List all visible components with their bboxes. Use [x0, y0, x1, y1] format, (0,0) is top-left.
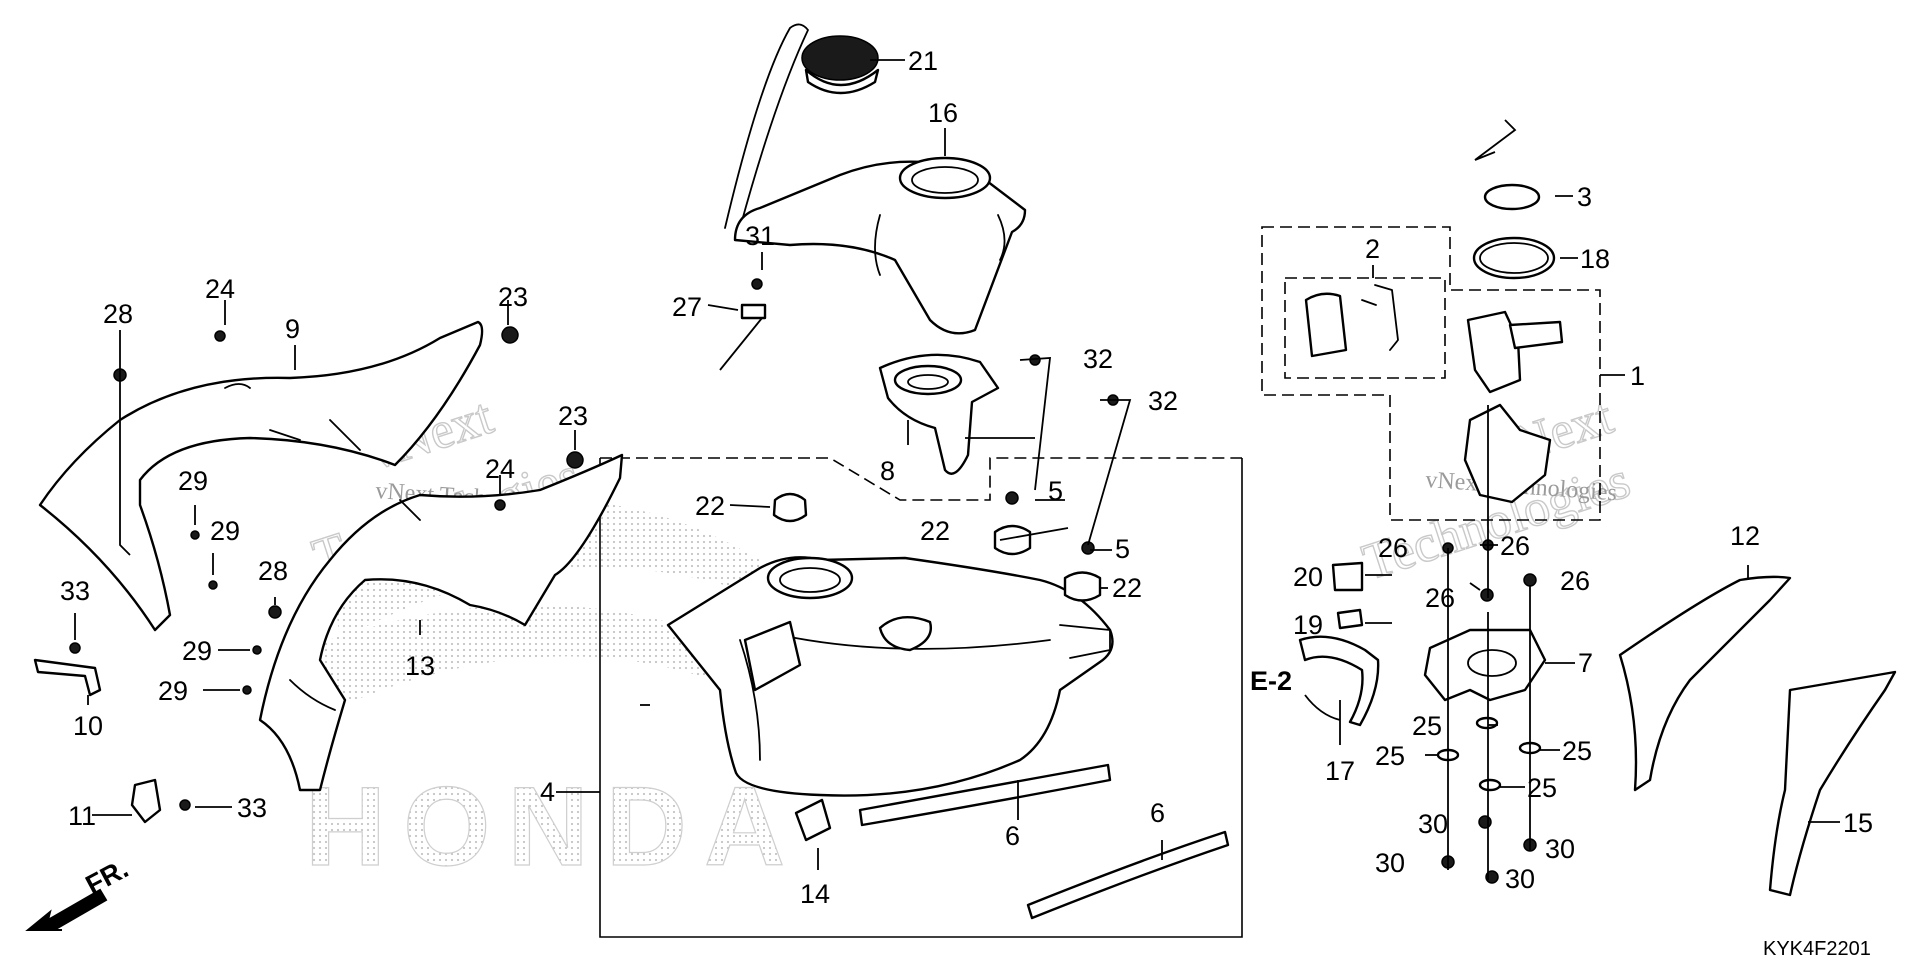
callout-32-a[interactable]: 32: [1083, 344, 1113, 374]
callout-numbers: 21 16 31 27 24 9 28 23 23 24 29 29 28 29…: [60, 46, 1873, 960]
callout-3[interactable]: 3: [1577, 182, 1592, 212]
part-18-gasket[interactable]: [1472, 236, 1556, 280]
callout-25-c[interactable]: 25: [1562, 736, 1592, 766]
callout-1[interactable]: 1: [1630, 361, 1645, 391]
callout-26-c[interactable]: 26: [1560, 566, 1590, 596]
callout-24-top[interactable]: 24: [205, 274, 235, 304]
callout-7[interactable]: 7: [1578, 648, 1593, 678]
callout-9[interactable]: 9: [285, 314, 300, 344]
callout-18[interactable]: 18: [1580, 244, 1610, 274]
callout-31[interactable]: 31: [745, 221, 775, 251]
callout-26-b[interactable]: 26: [1500, 531, 1530, 561]
callout-19[interactable]: 19: [1293, 610, 1323, 640]
callout-28-top[interactable]: 28: [103, 299, 133, 329]
callout-10[interactable]: 10: [73, 711, 103, 741]
part-15-side-cover[interactable]: [1768, 670, 1897, 897]
part-22-cushions[interactable]: [772, 492, 1102, 602]
callout-30-b[interactable]: 30: [1375, 848, 1405, 878]
callout-6-a[interactable]: 6: [1005, 821, 1020, 851]
callout-24-mid[interactable]: 24: [485, 454, 515, 484]
callout-23-top[interactable]: 23: [498, 282, 528, 312]
part-13-shroud-lower[interactable]: [258, 453, 624, 792]
part-16-tank-cover[interactable]: [733, 156, 1027, 335]
callout-26-a[interactable]: 26: [1378, 533, 1408, 563]
callout-33-left[interactable]: 33: [60, 576, 90, 606]
callout-22-a[interactable]: 22: [695, 491, 725, 521]
callout-22-b[interactable]: 22: [920, 516, 950, 546]
part-20-clip[interactable]: [1331, 561, 1364, 592]
callout-25-a[interactable]: 25: [1412, 711, 1442, 741]
callout-22-c[interactable]: 22: [1112, 573, 1142, 603]
callout-28-mid[interactable]: 28: [258, 556, 288, 586]
part-7-plate[interactable]: [1423, 628, 1547, 702]
part-21-fuel-cap[interactable]: [724, 23, 880, 229]
callout-20[interactable]: 20: [1293, 562, 1323, 592]
callout-30-a[interactable]: 30: [1418, 809, 1448, 839]
callout-29-d[interactable]: 29: [158, 676, 188, 706]
part-12-side-cover[interactable]: [1618, 575, 1792, 792]
front-label: FR.: [81, 853, 133, 900]
part-6-rubber-strips[interactable]: [858, 763, 1230, 920]
callout-13[interactable]: 13: [405, 651, 435, 681]
callout-26-d[interactable]: 26: [1425, 583, 1455, 613]
part-17-hose[interactable]: [1298, 635, 1380, 727]
callout-25-d[interactable]: 25: [1527, 773, 1557, 803]
leader-lines: [74, 59, 1840, 880]
part-14-pad[interactable]: [794, 798, 832, 842]
callout-16[interactable]: 16: [928, 98, 958, 128]
callout-23-mid[interactable]: 23: [558, 401, 588, 431]
diagram-code: KYK4F2201: [1763, 938, 1871, 960]
callout-29-a[interactable]: 29: [178, 466, 208, 496]
callout-8[interactable]: 8: [880, 456, 895, 486]
part-11-clip[interactable]: [130, 778, 162, 824]
callout-32-b[interactable]: 32: [1148, 386, 1178, 416]
part-8-filler-bracket[interactable]: [878, 353, 1000, 475]
honda-watermark: HONDA: [305, 764, 785, 889]
callout-33-bottom[interactable]: 33: [237, 793, 267, 823]
callout-17[interactable]: 17: [1325, 756, 1355, 786]
part-4-fuel-tank[interactable]: [666, 556, 1114, 797]
callout-2[interactable]: 2: [1365, 234, 1380, 264]
callout-section-ref[interactable]: E-2: [1250, 666, 1292, 696]
callout-5-b[interactable]: 5: [1115, 534, 1130, 564]
callout-21[interactable]: 21: [908, 46, 938, 76]
front-arrow-icon: [25, 888, 108, 931]
callout-30-c[interactable]: 30: [1545, 834, 1575, 864]
callout-15[interactable]: 15: [1843, 808, 1873, 838]
callout-12[interactable]: 12: [1730, 521, 1760, 551]
group-outlines: [599, 226, 1601, 938]
callout-29-c[interactable]: 29: [182, 636, 212, 666]
callout-11[interactable]: 11: [68, 801, 96, 831]
part-3-oring[interactable]: [1483, 183, 1541, 211]
callout-5-a[interactable]: 5: [1048, 476, 1063, 506]
callout-30-d[interactable]: 30: [1505, 864, 1535, 894]
part-1-fuel-pump[interactable]: [1463, 310, 1564, 504]
part-2-fuel-gauge-set[interactable]: [1304, 284, 1399, 358]
callout-25-b[interactable]: 25: [1375, 741, 1405, 771]
part-10-pipe[interactable]: [33, 658, 102, 697]
callout-29-b[interactable]: 29: [210, 516, 240, 546]
callout-14[interactable]: 14: [800, 879, 830, 909]
callout-4[interactable]: 4: [540, 777, 555, 807]
callout-27[interactable]: 27: [672, 292, 702, 322]
front-direction-indicator: FR.: [25, 853, 133, 931]
callout-6-b[interactable]: 6: [1150, 798, 1165, 828]
part-9-shroud-top[interactable]: [38, 320, 484, 632]
part-19-clip[interactable]: [1336, 608, 1364, 630]
